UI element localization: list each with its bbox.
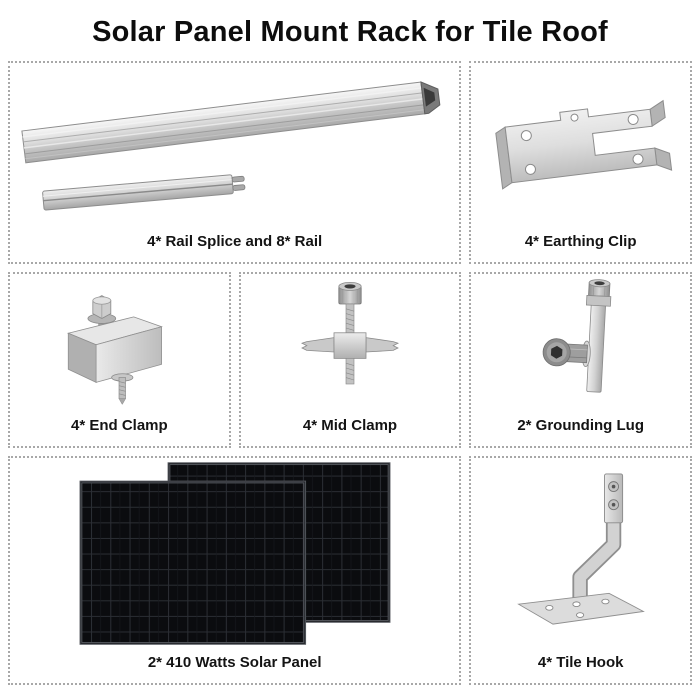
- mounting-rail: [20, 81, 441, 164]
- panel-tile-hook: 4* Tile Hook: [469, 456, 692, 685]
- grounding-lug-photo: [542, 278, 611, 393]
- socket-head-screw: [338, 281, 362, 304]
- earthing-clip-art: [471, 63, 690, 229]
- flange-bolt: [87, 295, 117, 324]
- panel-rail: 4* Rail Splice and 8* Rail: [8, 61, 462, 264]
- end-clamp-photo: [67, 295, 164, 405]
- tile-hook-photo: [516, 473, 645, 625]
- panel-end-clamp: 4* End Clamp: [8, 272, 231, 448]
- grounding-lug-art: [471, 274, 690, 413]
- top-screw: [587, 278, 611, 297]
- hook-top-plate: [603, 473, 623, 524]
- caption-rail: 4* Rail Splice and 8* Rail: [147, 233, 323, 250]
- caption-end-clamp: 4* End Clamp: [70, 417, 168, 434]
- mid-clamp-art: [241, 274, 460, 413]
- rail-art: [10, 63, 459, 229]
- end-clamp-art: [10, 274, 229, 413]
- solar-panels-photo: [79, 462, 391, 645]
- front-solar-panel: [79, 480, 306, 645]
- caption-tile-hook: 4* Tile Hook: [537, 654, 624, 671]
- caption-solar-panel: 2* 410 Watts Solar Panel: [147, 654, 322, 671]
- clamp-body: [300, 331, 400, 359]
- caption-grounding-lug: 2* Grounding Lug: [517, 417, 644, 434]
- rail-splice: [41, 174, 246, 211]
- hook-base-plate: [516, 592, 645, 625]
- caption-earthing-clip: 4* Earthing Clip: [524, 233, 637, 250]
- caption-mid-clamp: 4* Mid Clamp: [302, 417, 398, 434]
- panel-mid-clamp: 4* Mid Clamp: [238, 272, 462, 448]
- panel-earthing-clip: 4* Earthing Clip: [469, 61, 692, 264]
- tile-hook-art: [471, 458, 690, 650]
- solar-panel-art: [10, 458, 459, 650]
- earthing-clip-photo: [494, 99, 672, 190]
- panel-grounding-lug: 2* Grounding Lug: [469, 272, 692, 448]
- threaded-screw: [111, 373, 134, 405]
- side-screw: [542, 337, 591, 367]
- rail-splice-and-rail-photo: [20, 81, 441, 211]
- page-title: Solar Panel Mount Rack for Tile Roof: [92, 16, 608, 48]
- mid-clamp-photo: [300, 281, 400, 384]
- panel-solar-panel: 2* 410 Watts Solar Panel: [8, 456, 462, 685]
- parts-grid: 4* Rail Splice and 8* Rail: [0, 61, 700, 693]
